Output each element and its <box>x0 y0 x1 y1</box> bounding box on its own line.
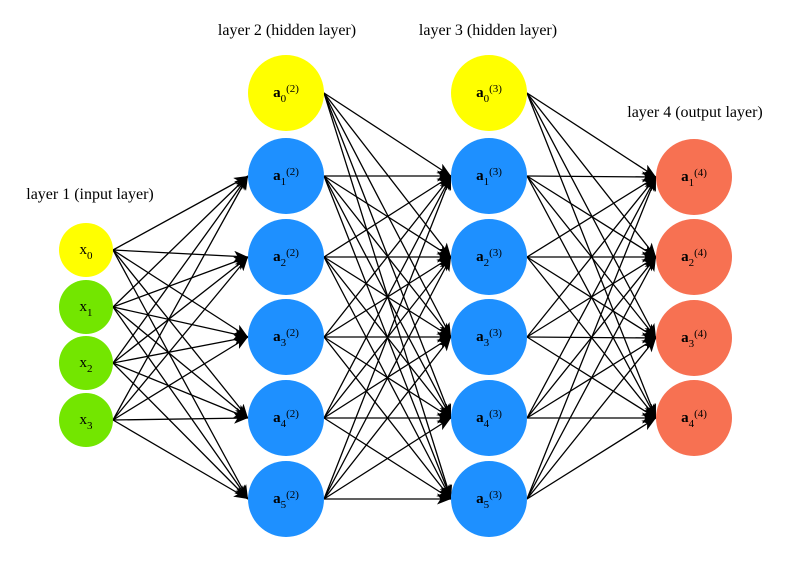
node-a2-4: a2(4) <box>656 219 732 295</box>
edge <box>526 176 657 500</box>
node-label: a3(3) <box>476 327 502 349</box>
node-a0-2: a0(2) <box>248 55 324 131</box>
node-a5-3: a5(3) <box>451 461 527 537</box>
edge <box>112 249 249 338</box>
node-a4-3: a4(3) <box>451 380 527 456</box>
node-label: a1(4) <box>681 167 707 189</box>
edge <box>112 336 249 421</box>
edge <box>323 175 452 500</box>
node-a1-4: a1(4) <box>656 139 732 215</box>
node-a2-3: a2(3) <box>451 219 527 295</box>
node-label: a4(4) <box>681 408 707 430</box>
node-a3-4: a3(4) <box>656 300 732 376</box>
edge <box>526 92 657 339</box>
edge <box>112 175 249 308</box>
node-label: a0(2) <box>273 83 299 105</box>
edge <box>526 92 657 178</box>
edge <box>526 176 657 419</box>
node-label: a2(3) <box>476 247 502 269</box>
edge <box>112 306 249 419</box>
edge <box>526 176 657 338</box>
edge <box>323 336 452 500</box>
edge <box>112 362 249 419</box>
edge <box>112 249 249 419</box>
node-label: a3(2) <box>273 327 299 349</box>
edge <box>323 92 452 177</box>
edge <box>112 412 249 424</box>
edge <box>112 249 249 262</box>
node-label: a1(2) <box>273 166 299 188</box>
node-label: x3 <box>79 412 93 432</box>
edge <box>526 337 657 500</box>
edge <box>323 175 452 258</box>
node-label: a1(3) <box>476 166 502 188</box>
node-a2-2: a2(2) <box>248 219 324 295</box>
node-label: a3(4) <box>681 328 707 350</box>
node-label: a4(2) <box>273 408 299 430</box>
node-a3-2: a3(2) <box>248 299 324 375</box>
node-label: a4(3) <box>476 408 502 430</box>
edge <box>112 256 249 308</box>
node-x3: x3 <box>59 393 113 447</box>
node-label: a0(3) <box>476 83 502 105</box>
edge <box>112 175 249 421</box>
node-a1-2: a1(2) <box>248 138 324 214</box>
edge <box>526 417 657 500</box>
layer-4-title: layer 4 (output layer) <box>627 104 763 121</box>
layer-2-title: layer 2 (hidden layer) <box>217 22 357 39</box>
edge <box>323 417 452 500</box>
node-label: x0 <box>79 242 93 262</box>
edge <box>112 175 249 251</box>
edge <box>526 176 657 258</box>
node-label: x2 <box>79 355 93 375</box>
edge <box>112 419 249 500</box>
node-label: a5(2) <box>273 489 299 511</box>
edge <box>112 306 249 340</box>
node-x1: x1 <box>59 280 113 334</box>
edge <box>526 256 657 500</box>
edge <box>526 171 657 183</box>
node-a0-3: a0(3) <box>451 55 527 131</box>
layer-3-title: layer 3 (hidden layer) <box>418 22 558 39</box>
node-a4-4: a4(4) <box>656 380 732 456</box>
edge <box>323 92 452 338</box>
edge <box>112 249 249 500</box>
edge-group <box>112 92 657 505</box>
node-a1-3: a1(3) <box>451 138 527 214</box>
edge <box>112 175 249 364</box>
edge <box>323 175 452 338</box>
node-label: a2(2) <box>273 247 299 269</box>
edge <box>112 256 249 421</box>
node-label: x1 <box>79 299 93 319</box>
node-a3-3: a3(3) <box>451 299 527 375</box>
edge <box>112 256 249 364</box>
edge <box>323 175 452 419</box>
edge <box>112 334 249 364</box>
node-label: a5(3) <box>476 489 502 511</box>
edge <box>526 92 657 419</box>
edge <box>112 362 249 500</box>
node-a4-2: a4(2) <box>248 380 324 456</box>
edge <box>112 306 249 500</box>
edge <box>323 92 452 258</box>
node-x0: x0 <box>59 223 113 277</box>
layer-1-title: layer 1 (input layer) <box>26 186 154 203</box>
node-x2: x2 <box>59 336 113 390</box>
edge <box>323 256 452 500</box>
node-label: a2(4) <box>681 247 707 269</box>
node-a5-2: a5(2) <box>248 461 324 537</box>
